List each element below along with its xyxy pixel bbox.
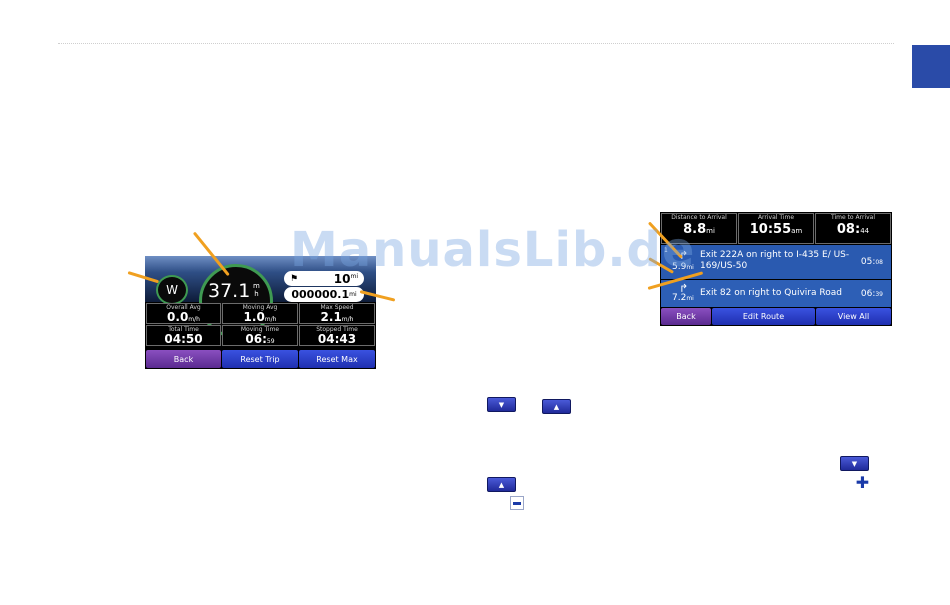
turn-instruction: Exit 222A on right to I-435 E/ US-169/US… xyxy=(700,250,850,271)
view-all-button[interactable]: View All xyxy=(816,308,891,325)
scroll-down-button[interactable]: ▼ xyxy=(487,397,516,412)
reset-max-button[interactable]: Reset Max xyxy=(299,350,375,368)
turn-row[interactable]: ↱ 7.2mi Exit 82 on right to Quivira Road… xyxy=(661,280,891,307)
back-button[interactable]: Back xyxy=(661,308,711,325)
scroll-up-button[interactable]: ▲ xyxy=(487,477,516,492)
up-arrow-icon: ▲ xyxy=(553,402,560,411)
trip-button-bar: Back Reset Trip Reset Max xyxy=(146,350,375,368)
header-rule xyxy=(58,43,894,44)
scroll-down-button[interactable]: ▼ xyxy=(840,456,869,471)
reset-trip-button[interactable]: Reset Trip xyxy=(222,350,298,368)
watermark: ManualsLib.de xyxy=(290,222,696,278)
zoom-out-icon[interactable] xyxy=(510,496,524,510)
back-button[interactable]: Back xyxy=(146,350,221,368)
down-arrow-icon: ▼ xyxy=(498,400,505,409)
zoom-in-icon[interactable]: ✚ xyxy=(855,473,870,492)
compass-direction: W xyxy=(166,283,178,297)
edit-route-button[interactable]: Edit Route xyxy=(712,308,815,325)
turn-right-arrow-icon: ↱ xyxy=(679,282,689,295)
up-arrow-icon: ▲ xyxy=(498,480,505,489)
trip-odometer: ⚑ 10mi xyxy=(284,271,364,286)
section-tab[interactable] xyxy=(912,45,950,88)
checkered-flag-icon: ⚑ xyxy=(290,273,299,284)
route-button-bar: Back Edit Route View All xyxy=(661,308,891,325)
turn-instruction: Exit 82 on right to Quivira Road xyxy=(700,288,842,298)
speed-value: 37.1 xyxy=(208,280,251,302)
turn-right-arrow-icon: ↱ xyxy=(679,249,689,262)
compass-icon: W xyxy=(156,275,188,305)
down-arrow-icon: ▼ xyxy=(851,459,858,468)
scroll-up-button[interactable]: ▲ xyxy=(542,399,571,414)
